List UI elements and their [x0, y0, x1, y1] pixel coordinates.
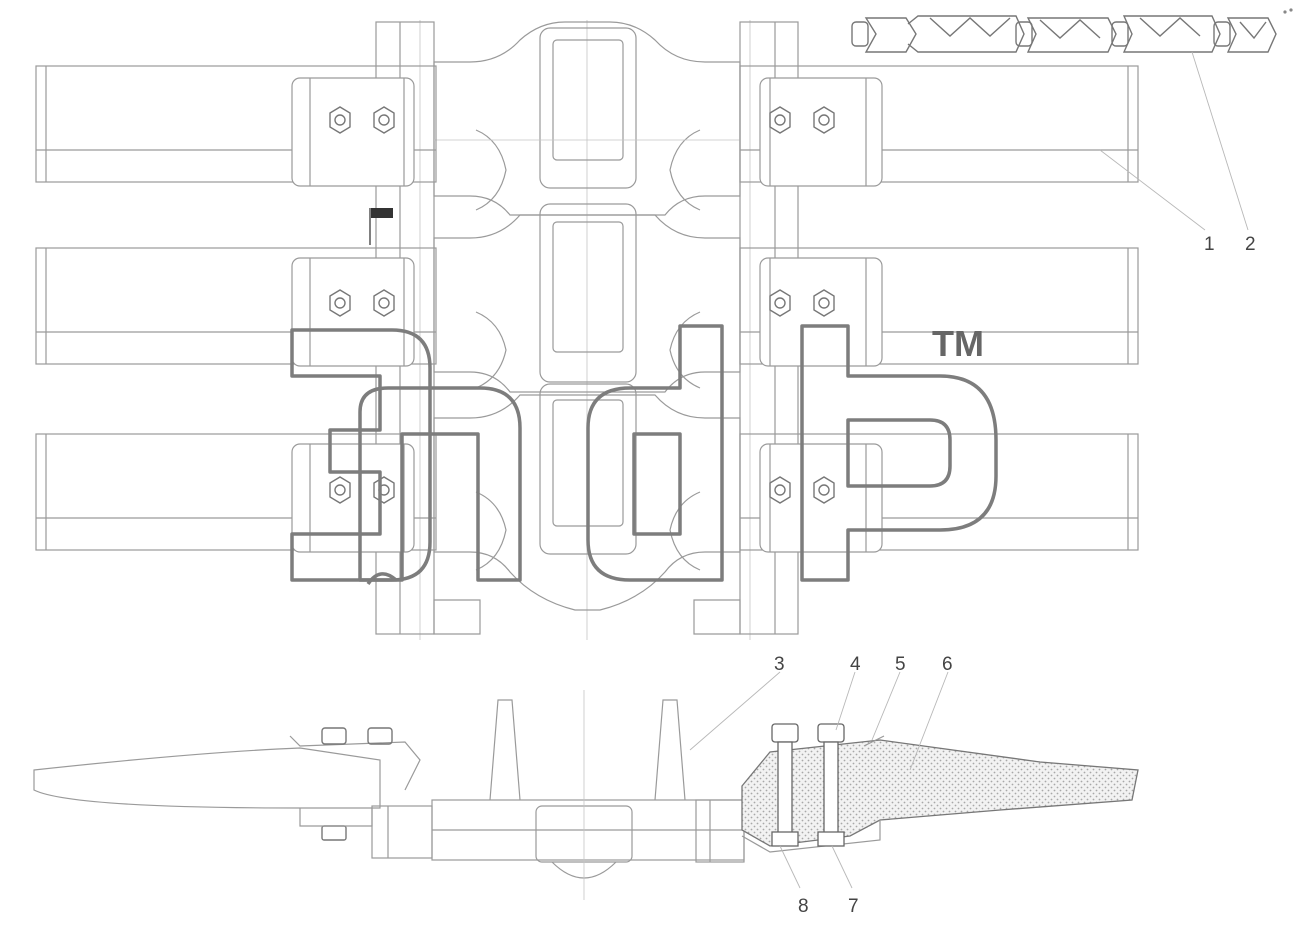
callout-5: 5: [895, 654, 906, 675]
bolt-nuts-plan: [329, 106, 835, 504]
flag-marker: [369, 208, 393, 245]
track-link-frames: [375, 21, 799, 635]
callout-4: 4: [850, 654, 861, 675]
right-track-shoes: [739, 65, 1139, 553]
callout-6: 6: [942, 654, 953, 675]
callout-1: 1: [1204, 234, 1215, 255]
left-track-shoes: [35, 65, 437, 553]
trademark-mark: TM: [932, 323, 984, 364]
callout-3: 3: [774, 654, 785, 675]
side-section-view: [33, 690, 1139, 900]
leaders-top: [1099, 51, 1249, 231]
plan-view: [35, 20, 1139, 640]
leaders-side: [689, 671, 949, 889]
watermark-logo: TM: [290, 323, 998, 586]
callout-2: 2: [1245, 234, 1256, 255]
callout-8: 8: [798, 896, 809, 917]
callout-7: 7: [848, 896, 859, 917]
chain-link-strip: [851, 8, 1293, 53]
